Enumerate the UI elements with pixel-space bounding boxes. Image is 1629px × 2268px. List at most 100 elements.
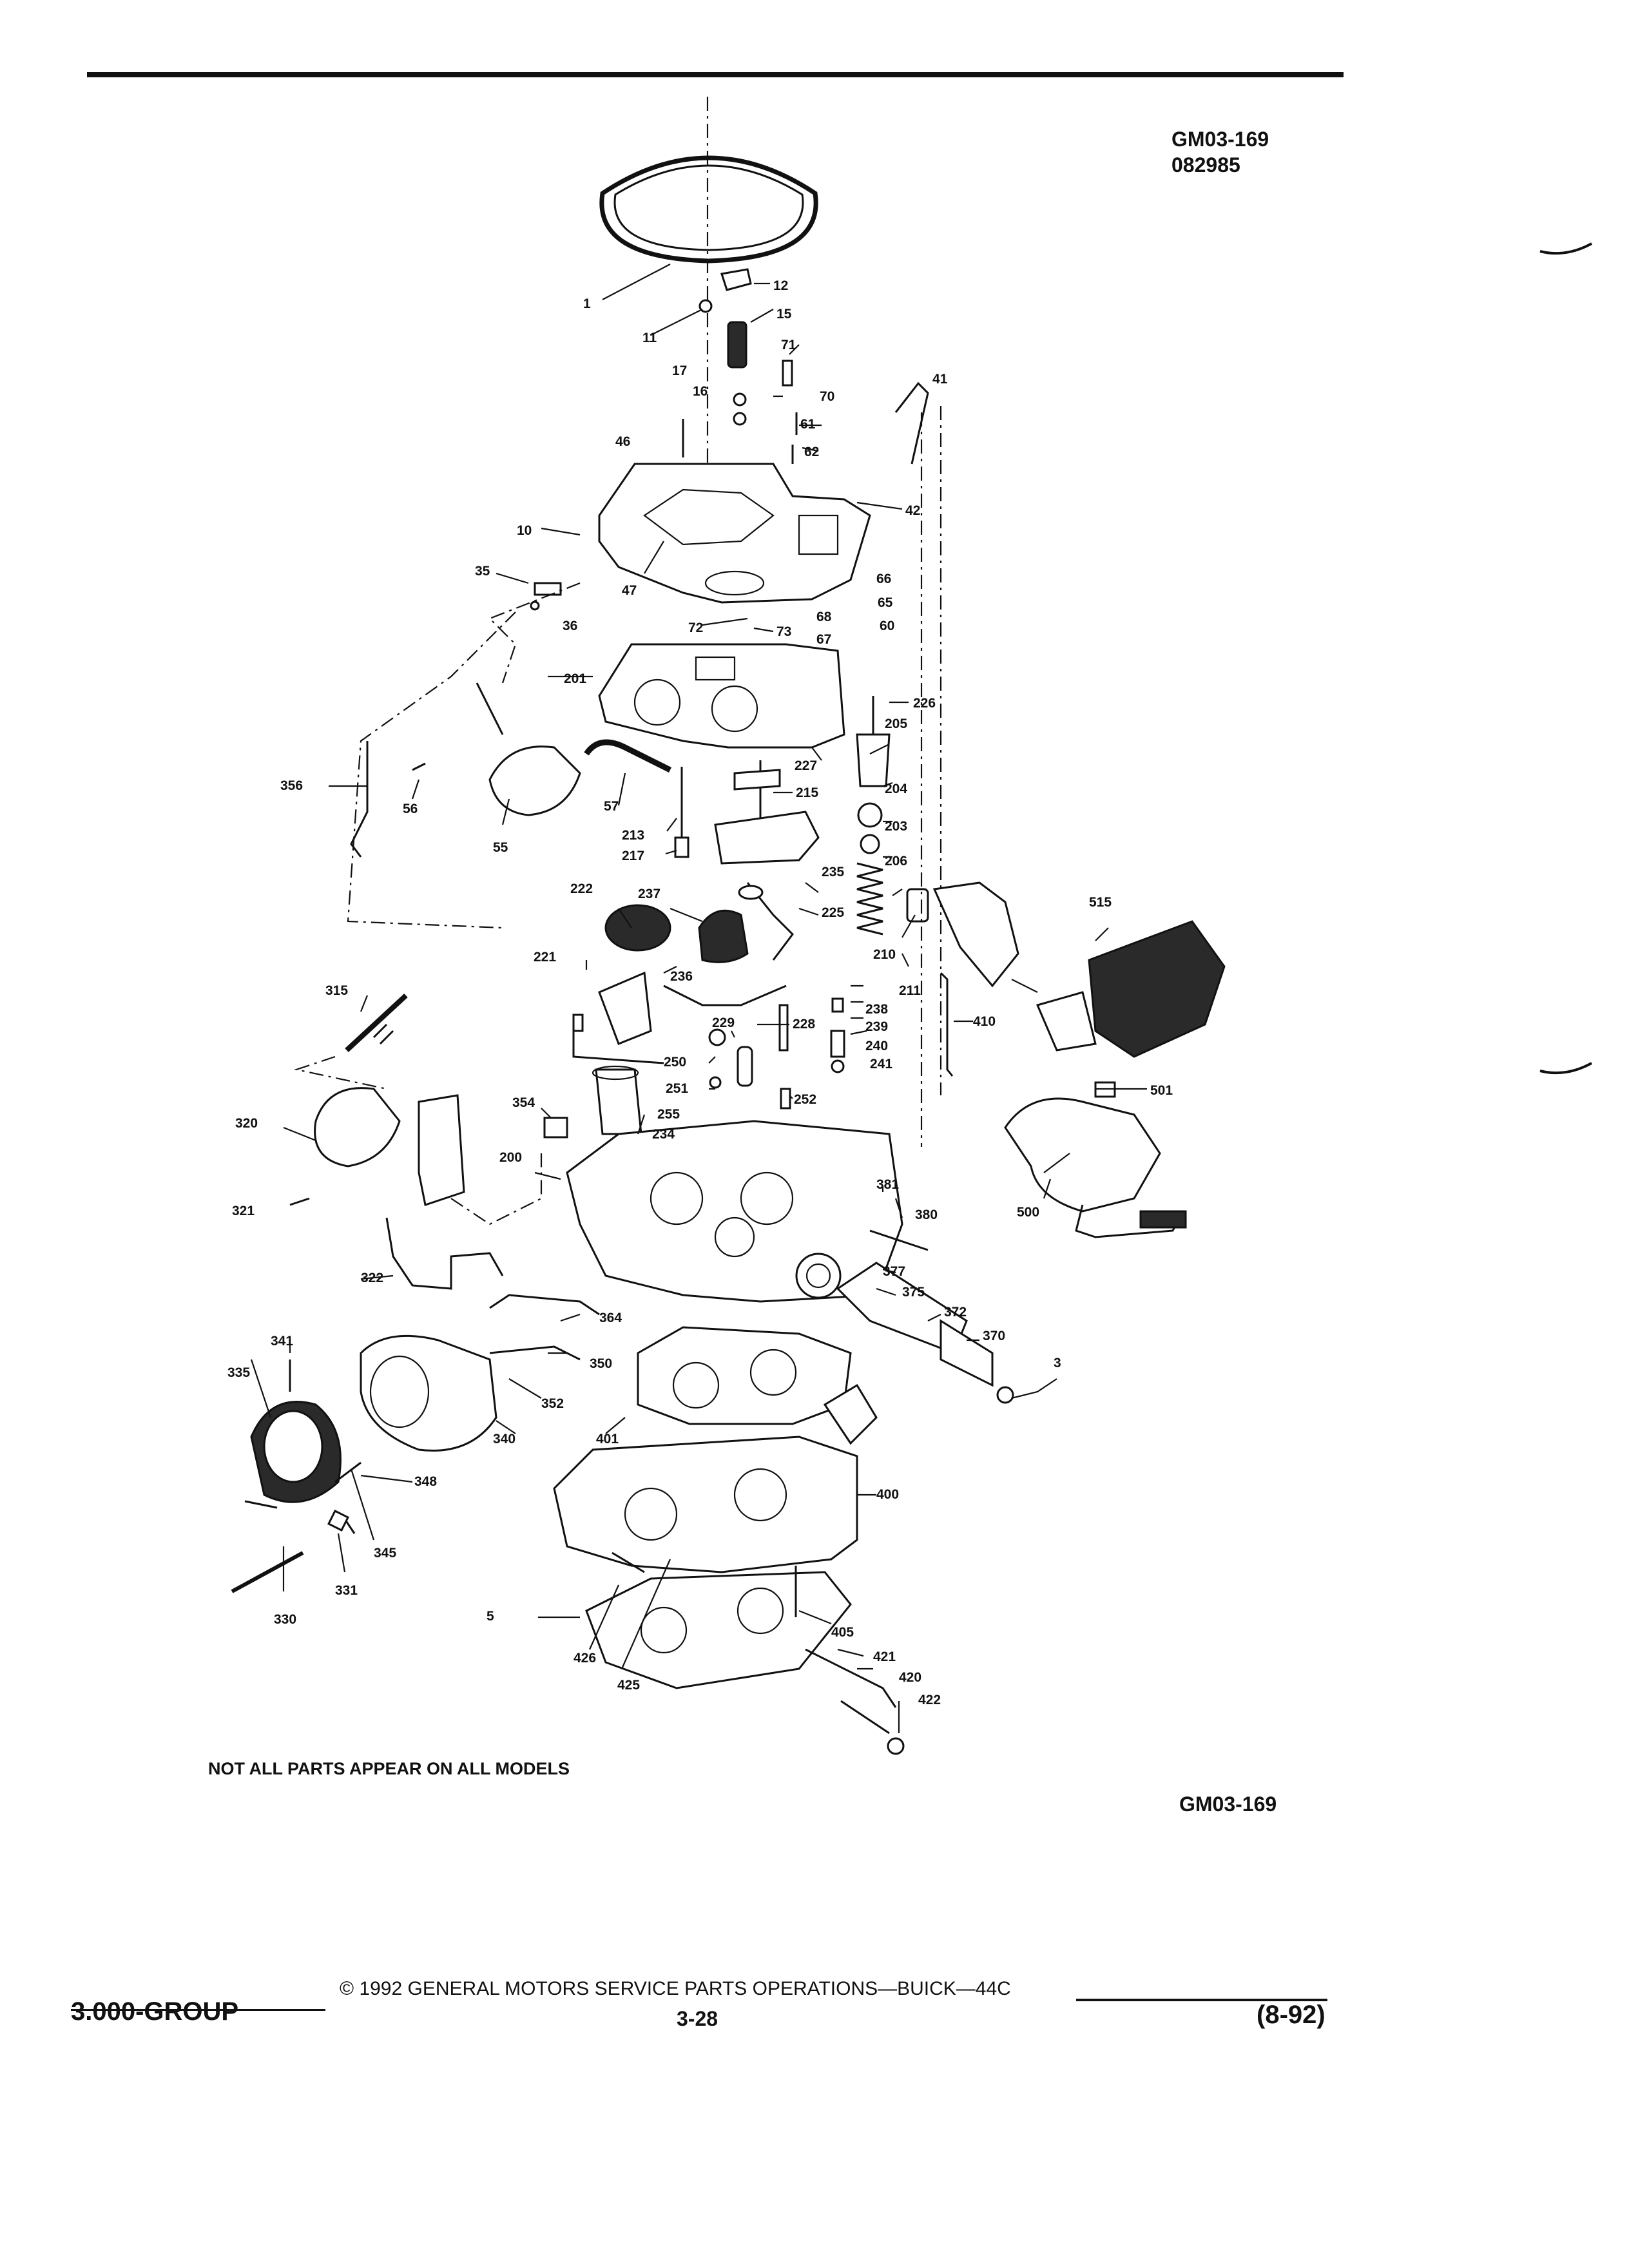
part-label: 410 [973, 1014, 996, 1029]
footer-rule-left [71, 2009, 325, 2011]
part-label: 70 [820, 389, 834, 404]
part-label: 348 [414, 1474, 437, 1489]
vacuum-break-55 [488, 745, 581, 816]
part-label: 239 [865, 1019, 888, 1034]
part-label: 47 [622, 583, 637, 598]
part-label: 71 [781, 338, 796, 352]
idle-stop-solenoid [1088, 920, 1226, 1058]
part-label: 12 [773, 278, 788, 293]
throttle-plate-assembly-400 [553, 1436, 858, 1573]
part-label: 204 [885, 782, 907, 796]
figure-date: 082985 [1171, 153, 1240, 177]
part-label: 16 [693, 384, 708, 399]
part-label: 401 [596, 1432, 619, 1446]
footer-rule-right [1076, 1999, 1327, 2001]
part-label: 255 [657, 1107, 680, 1122]
part-label: 426 [574, 1651, 596, 1666]
part-label: 46 [615, 434, 630, 449]
part-label: 60 [880, 619, 894, 633]
throttle-body-gasket [637, 1326, 852, 1425]
part-label: 221 [534, 950, 556, 965]
part-label: 234 [652, 1127, 675, 1142]
part-label: 340 [493, 1432, 516, 1446]
part-label: 36 [563, 619, 577, 633]
part-label: 322 [361, 1271, 383, 1285]
part-label: 354 [512, 1095, 535, 1110]
float-bowl-gasket [598, 643, 845, 749]
part-label: 381 [876, 1177, 899, 1192]
part-label: 222 [570, 881, 593, 896]
part-label: 213 [622, 828, 644, 843]
part-label: 315 [325, 983, 348, 998]
part-label: 210 [873, 947, 896, 962]
part-label: 206 [885, 854, 907, 869]
power-piston-bracket [714, 811, 820, 865]
part-label: 501 [1150, 1083, 1173, 1098]
part-label: 380 [915, 1207, 938, 1222]
part-label: 229 [712, 1015, 735, 1030]
part-label: 56 [403, 802, 418, 816]
models-note: NOT ALL PARTS APPEAR ON ALL MODELS [208, 1759, 570, 1778]
part-label: 235 [822, 865, 844, 879]
part-label: 201 [564, 671, 586, 686]
air-horn-gasket [599, 155, 818, 264]
part-label: 251 [666, 1081, 688, 1096]
top-rule [87, 72, 1344, 77]
part-label: 331 [335, 1583, 358, 1598]
part-label: 236 [670, 969, 693, 984]
choke-vacuum-break-320 [314, 1087, 401, 1168]
figure-code-bottom: GM03-169 [1179, 1792, 1277, 1816]
part-label: 41 [932, 372, 948, 387]
part-label: 228 [793, 1017, 815, 1032]
flange-gasket-5 [585, 1571, 852, 1689]
part-label: 240 [865, 1039, 888, 1053]
part-label: 3 [1054, 1356, 1061, 1370]
part-label: 66 [876, 572, 891, 586]
throttle-body-200 [566, 1120, 903, 1303]
float-needle-assembly [698, 909, 749, 963]
part-label: 335 [227, 1365, 250, 1380]
part-label: 350 [590, 1356, 612, 1371]
carburetor-exploded-view-diagram: 1 3 5 10 11 12 15 16 17 35 36 41 42 46 4… [227, 97, 1592, 1755]
part-label: 237 [638, 887, 660, 901]
part-label: 203 [885, 819, 907, 834]
part-label: 205 [885, 716, 907, 731]
part-label: 422 [918, 1693, 941, 1707]
revision-date: (8-92) [1257, 2001, 1325, 2029]
part-label: 341 [271, 1334, 293, 1349]
part-label: 320 [235, 1116, 258, 1131]
part-label: 370 [983, 1329, 1005, 1343]
part-label: 17 [672, 363, 687, 378]
part-label: 377 [883, 1264, 905, 1279]
accelerator-pump [856, 733, 891, 787]
throttle-position-sensor [1004, 1097, 1161, 1213]
part-label: 345 [374, 1546, 396, 1561]
part-label: 352 [541, 1396, 564, 1411]
page-number: 3-28 [677, 2007, 718, 2030]
air-horn-body [598, 463, 871, 604]
part-label: 73 [776, 624, 791, 639]
binder-mark [1539, 242, 1592, 255]
part-label: 356 [280, 778, 303, 793]
part-label: 500 [1017, 1205, 1039, 1220]
binder-mark [1539, 1062, 1592, 1075]
part-label: 330 [274, 1612, 296, 1627]
part-label: 10 [517, 523, 532, 538]
part-label: 1 [583, 296, 591, 311]
part-label: 252 [794, 1092, 816, 1107]
part-label: 200 [499, 1150, 522, 1165]
section-group: 3.000-GROUP [71, 1997, 239, 2026]
copyright-line: © 1992 GENERAL MOTORS SERVICE PARTS OPER… [340, 1978, 1011, 1999]
part-label: 372 [944, 1305, 967, 1320]
part-label: 5 [487, 1609, 494, 1624]
part-label: 421 [873, 1649, 896, 1664]
part-label: 57 [604, 799, 619, 814]
part-label: 405 [831, 1625, 854, 1640]
part-label: 42 [905, 503, 920, 518]
part-label: 68 [816, 610, 832, 624]
part-label: 241 [870, 1057, 892, 1072]
part-label: 227 [795, 758, 817, 773]
part-label: 217 [622, 849, 644, 863]
part-label: 215 [796, 785, 818, 800]
part-label: 425 [617, 1678, 640, 1693]
